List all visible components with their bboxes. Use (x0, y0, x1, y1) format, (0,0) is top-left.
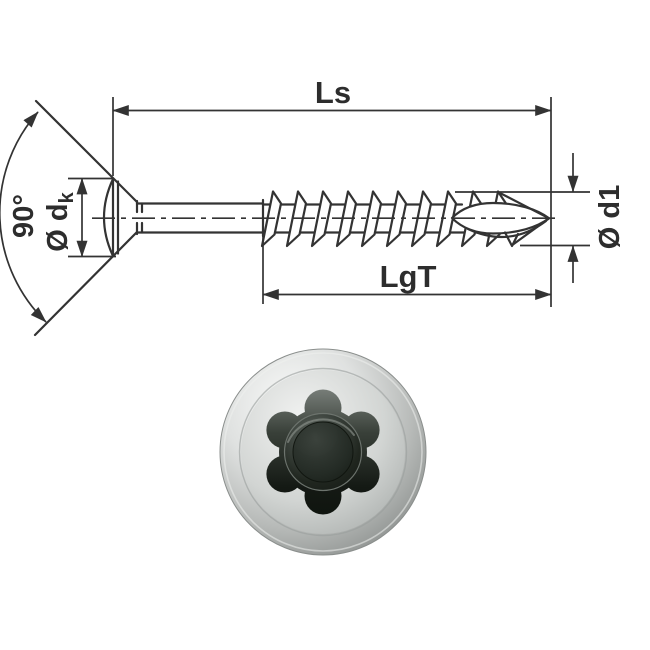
label-head-angle: 90° (8, 194, 40, 238)
dimension-lgt (262, 236, 552, 304)
screw-head-photo (219, 348, 427, 556)
label-head-diameter: Ø dk (42, 191, 78, 251)
cone-angle-line-bottom (33, 230, 139, 337)
dimension-labels: Ls LgT 90° Ø dk Ø d1 (8, 75, 626, 294)
dimension-d1 (455, 153, 590, 283)
dimension-dk (68, 177, 116, 258)
dimension-annotations (0, 97, 590, 323)
dome-rim-highlight (287, 418, 355, 443)
label-thread-length: LgT (380, 259, 437, 294)
dome-top-disc (292, 421, 354, 483)
label-thread-diameter: Ø d1 (594, 185, 626, 249)
label-total-length: Ls (315, 75, 351, 110)
head-rim-highlight-ring (223, 352, 423, 552)
head-face-edge-ring (238, 367, 408, 537)
cone-angle-line-top (34, 99, 139, 204)
head-angle-arc (0, 111, 47, 323)
ls-extension-lines (112, 97, 552, 307)
dimension-ls (112, 97, 552, 307)
dk-extension-lines (68, 177, 116, 258)
screw-line-drawing (33, 99, 557, 337)
head-neck-transition (135, 199, 144, 236)
